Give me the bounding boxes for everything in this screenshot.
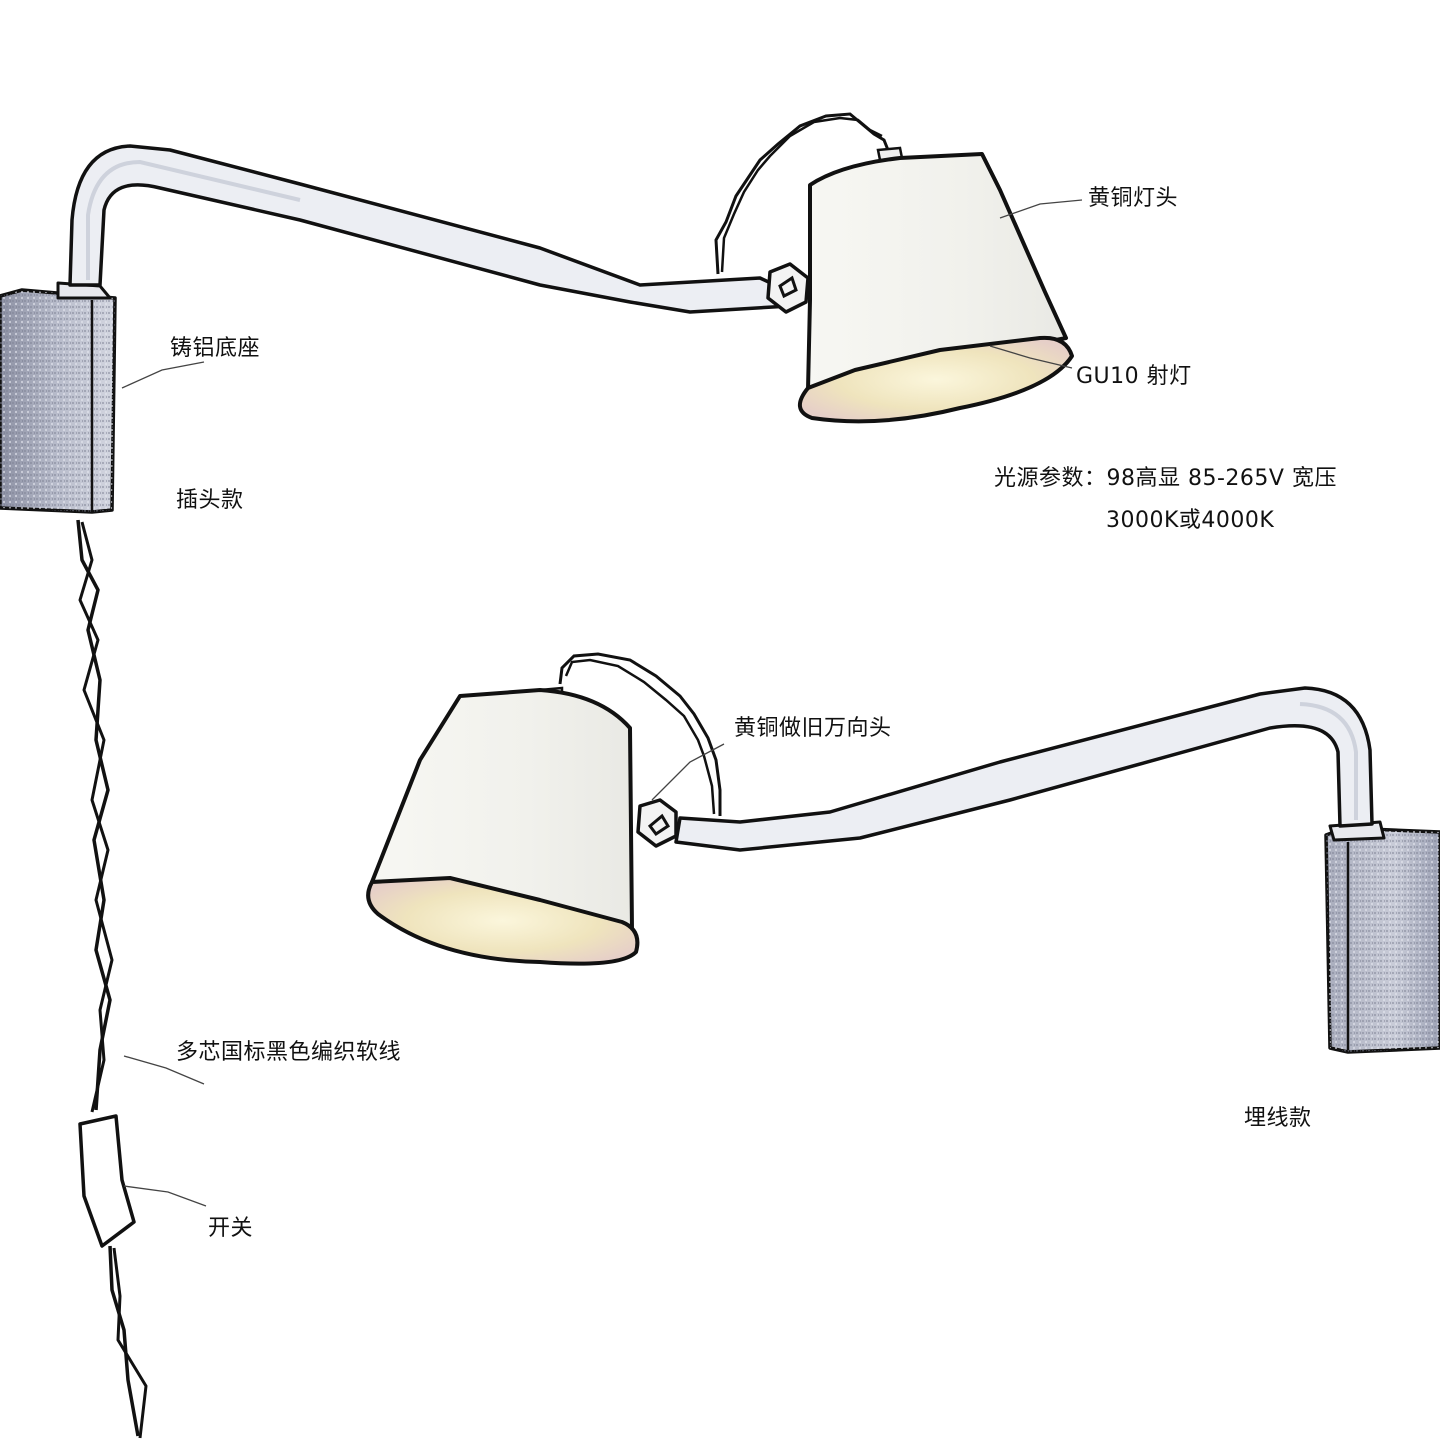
label-braided-cable: 多芯国标黑色编织软线 — [176, 1040, 402, 1065]
label-gu10-spotlight: GU10 射灯 — [1076, 364, 1192, 389]
label-light-source-params: 光源参数：98高显 85-265V 宽压 — [994, 466, 1337, 491]
label-cast-aluminum-base: 铸铝底座 — [170, 336, 261, 361]
bottom-cast-aluminum-base — [1324, 820, 1440, 1054]
braided-cable — [76, 519, 148, 1439]
label-switch: 开关 — [208, 1216, 254, 1241]
leader-switch — [123, 1185, 207, 1207]
leader-brass-lamp-head — [999, 199, 1083, 219]
top-brass-lamp-head — [798, 152, 1074, 424]
top-swivel-joint — [766, 262, 810, 314]
bottom-sconce — [366, 652, 1440, 1054]
label-hardwired-version: 埋线款 — [1244, 1106, 1312, 1131]
label-brass-lamp-head: 黄铜灯头 — [1088, 186, 1179, 211]
label-brass-aged-swivel: 黄铜做旧万向头 — [734, 716, 892, 741]
leader-lines — [121, 199, 1083, 1207]
leader-aluminum-base — [121, 361, 205, 389]
top-sconce — [0, 112, 1074, 514]
bottom-lamp-head — [366, 688, 640, 966]
leader-cable — [123, 1055, 205, 1085]
switch-body — [78, 1114, 136, 1248]
bottom-brass-aged-swivel-head — [636, 798, 678, 848]
leader-gu10 — [989, 345, 1073, 369]
bottom-arm — [674, 686, 1374, 852]
label-color-temperature: 3000K或4000K — [1106, 508, 1275, 533]
label-plug-version: 插头款 — [176, 488, 244, 513]
leader-swivel — [651, 743, 725, 801]
top-cast-aluminum-base — [0, 281, 117, 514]
top-arm — [68, 144, 792, 314]
